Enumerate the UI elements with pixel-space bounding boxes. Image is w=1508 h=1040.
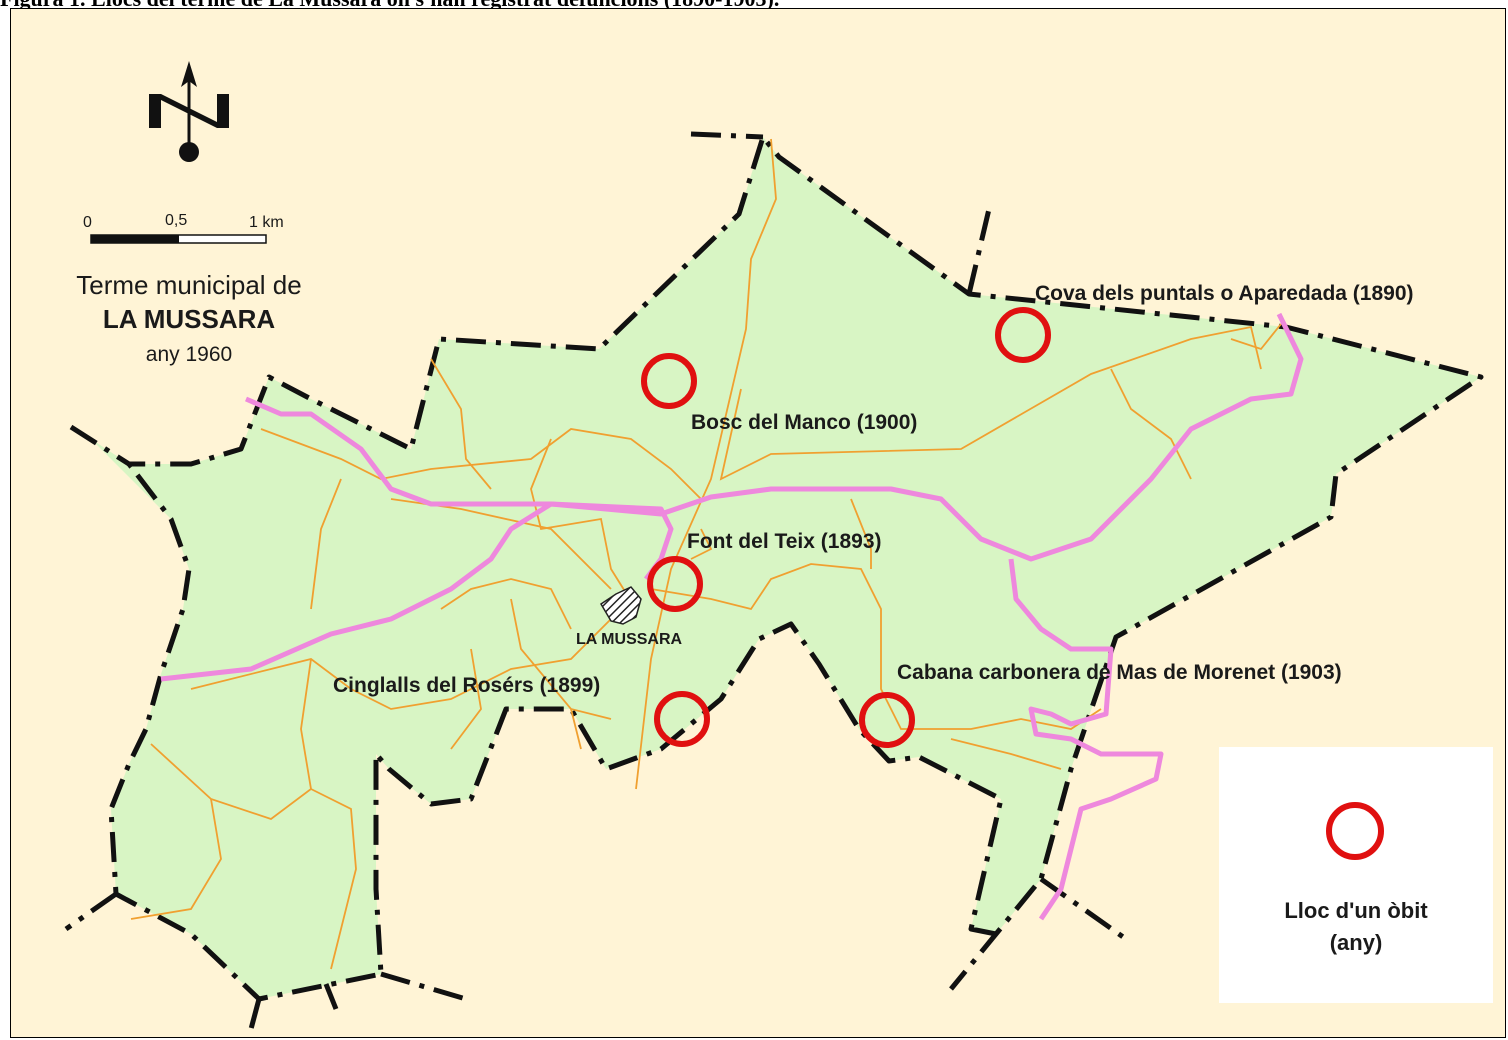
- place-label-cinglalls: Cinglalls del Rosérs (1899): [333, 674, 600, 697]
- municipality-area: [91, 137, 1481, 999]
- map-title-line3: any 1960: [146, 343, 232, 366]
- main-road: [160, 312, 1304, 921]
- red-circle-icon: [995, 307, 1051, 363]
- legend-red-circle-icon: [1326, 802, 1384, 860]
- red-circle-icon: [641, 353, 697, 409]
- municipal-boundary: [64, 131, 1484, 1030]
- map-title-line2: LA MUSSARA: [103, 304, 276, 334]
- death-markers: [641, 307, 1051, 748]
- map-title-line1: Terme municipal de: [76, 270, 301, 300]
- red-circle-icon: [647, 556, 703, 612]
- place-label-bosc: Bosc del Manco (1900): [691, 411, 917, 434]
- north-arrow-icon: [149, 61, 229, 162]
- scale-bar: 0 0,5 1 km: [83, 212, 284, 244]
- scale-tick-0: 0: [83, 214, 92, 231]
- footpaths: [130, 138, 1282, 970]
- scale-tick-half: 0,5: [165, 212, 187, 229]
- place-label-cova: Cova dels puntals o Aparedada (1890): [1035, 282, 1414, 305]
- village-icon: [599, 586, 642, 625]
- legend-line1: Lloc d'un òbit: [1284, 898, 1428, 923]
- red-circle-icon: [859, 692, 915, 748]
- map-canvas: 0 0,5 1 km Terme municipal de LA MUSSARA…: [64, 61, 1484, 1030]
- red-circle-icon: [654, 691, 710, 747]
- village-label: LA MUSSARA: [576, 631, 683, 648]
- place-label-cabana: Cabana carbonera de Mas de Morenet (1903…: [897, 661, 1342, 684]
- legend-line2: (any): [1329, 930, 1383, 955]
- map-frame: 0 0,5 1 km Terme municipal de LA MUSSARA…: [10, 8, 1506, 1038]
- scale-tick-1km: 1 km: [249, 214, 284, 231]
- place-label-font: Font del Teix (1893): [687, 530, 882, 553]
- legend-text: Lloc d'un òbit (any): [1219, 895, 1493, 959]
- legend: Lloc d'un òbit (any): [1219, 747, 1493, 1003]
- figure-caption: Figura 1. Llocs del terme de La Mussara …: [0, 0, 1508, 20]
